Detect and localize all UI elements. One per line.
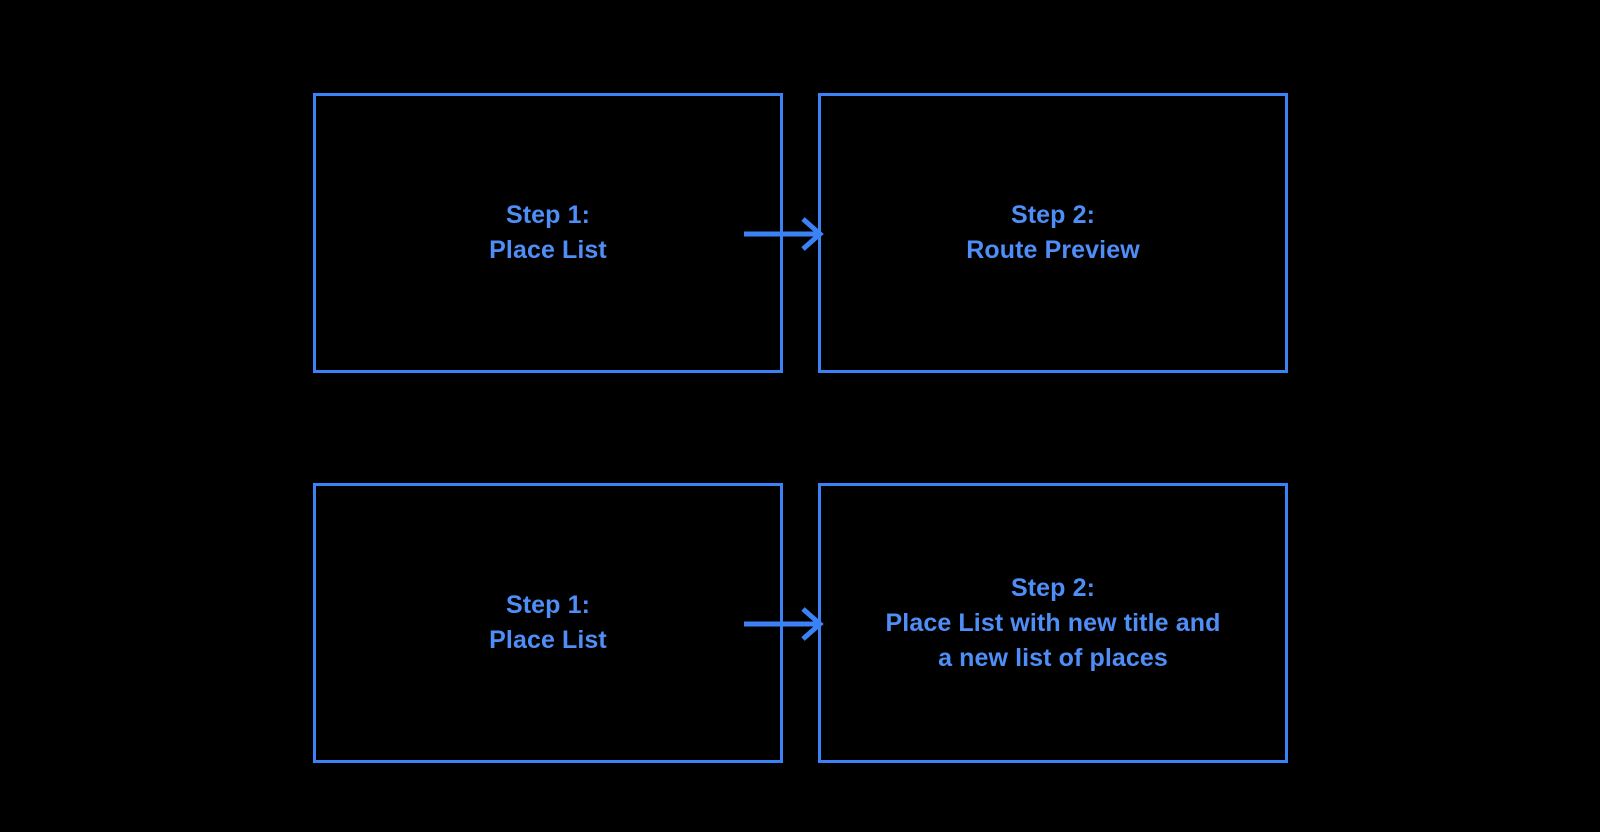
- step-box-step-1-place-list[interactable]: Step 1: Place List: [313, 93, 783, 373]
- flow-row-route-preview: Step 1: Place List Step 2: Route Preview: [0, 93, 1600, 373]
- step-box-label: Step 2: Route Preview: [966, 201, 1140, 264]
- step-box-label: Step 2: Place List with new title and a …: [885, 573, 1221, 672]
- step-box-label: Step 1: Place List: [489, 591, 607, 654]
- step-box-step-2-route-preview[interactable]: Step 2: Route Preview: [818, 93, 1288, 373]
- step-box-step-2-new-place-list[interactable]: Step 2: Place List with new title and a …: [818, 483, 1288, 763]
- flow-row-new-place-list: Step 1: Place List Step 2: Place List wi…: [0, 483, 1600, 763]
- step-box-step-1-place-list-b[interactable]: Step 1: Place List: [313, 483, 783, 763]
- step-box-label: Step 1: Place List: [489, 201, 607, 264]
